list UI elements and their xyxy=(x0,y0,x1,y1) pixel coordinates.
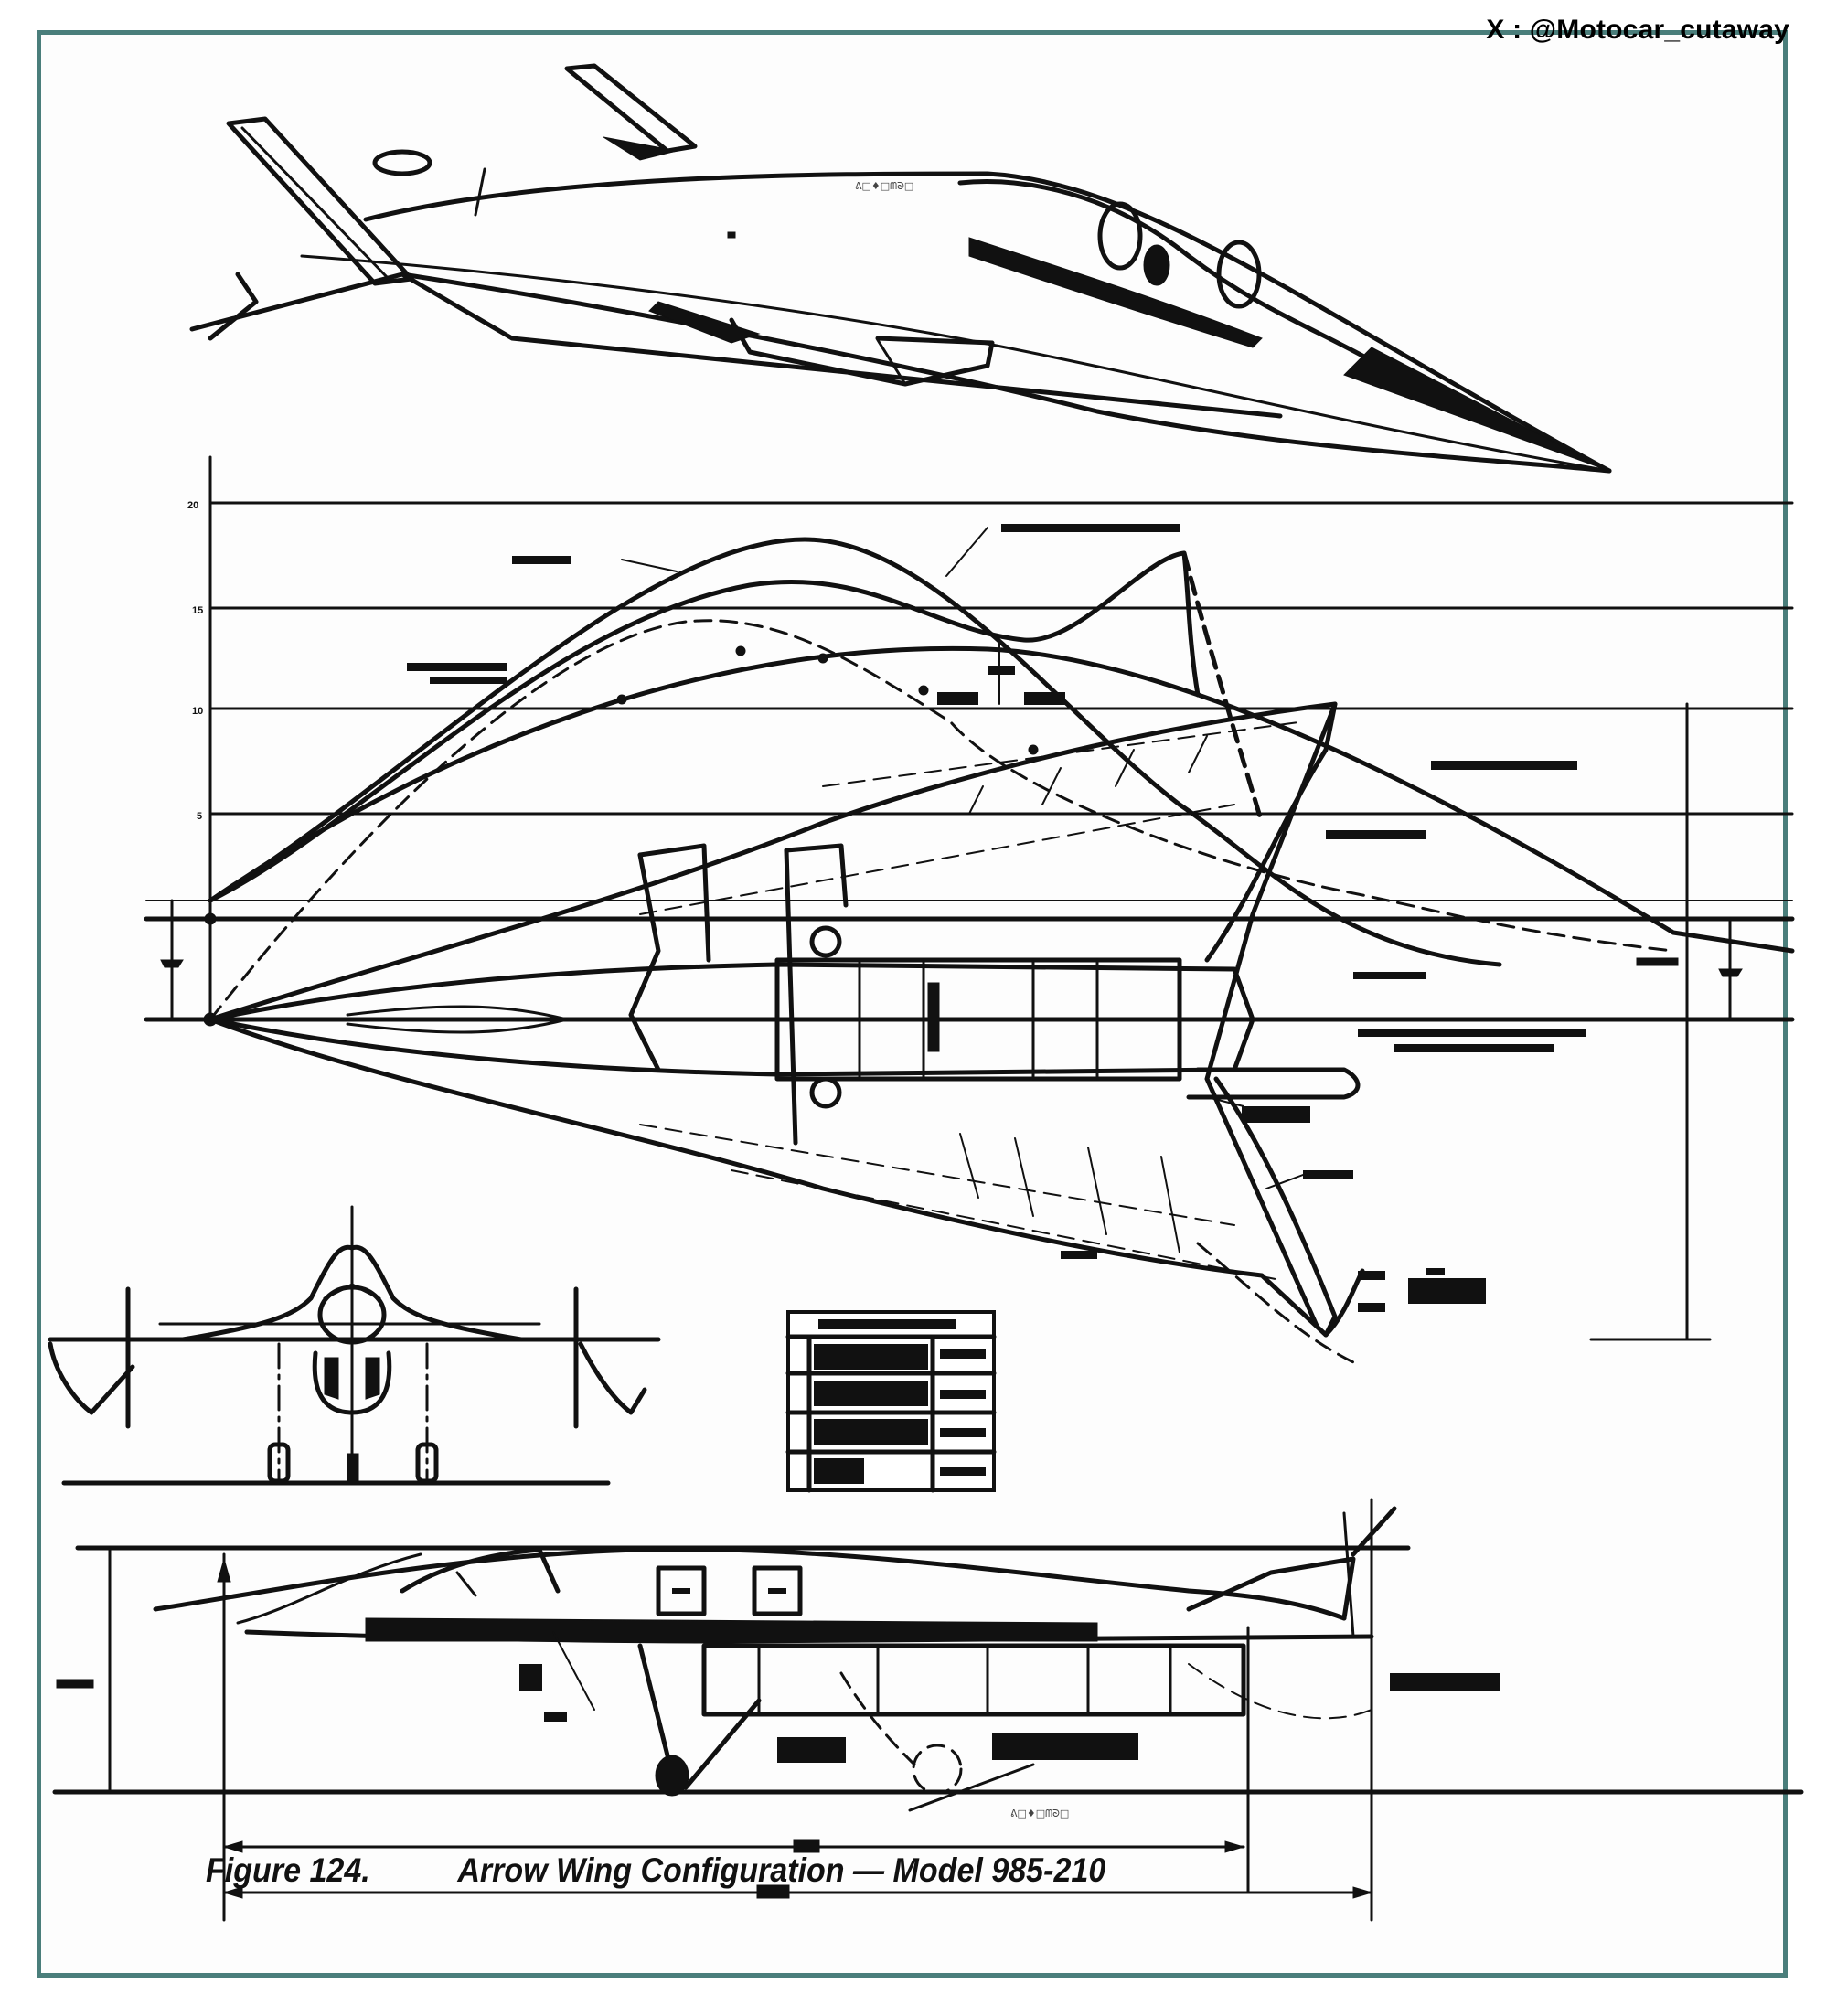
side-view: ᕕ□♦□ᗰᘐ□ xyxy=(52,1498,1804,1922)
front-view xyxy=(48,1205,661,1486)
figure-title: Arrow Wing Configuration — Model 985-210 xyxy=(457,1851,1106,1889)
svg-text:ᕕ□♦□ᗰᘐ□: ᕕ□♦□ᗰᘐ□ xyxy=(1010,1808,1069,1819)
drawing-frame xyxy=(37,30,1788,1978)
y-tick-label: 10 xyxy=(192,706,203,717)
perspective-view: ᕕ□♦□ᗰᘐ□ xyxy=(189,63,1612,474)
plan-view-axes: 20 15 10 5 xyxy=(144,455,1795,1341)
figure-caption: Figure 124. Arrow Wing Configuration — M… xyxy=(206,1851,1105,1890)
figure-number: Figure 124. xyxy=(206,1851,370,1889)
weight-table xyxy=(785,1310,997,1493)
y-tick-label: 20 xyxy=(187,500,198,511)
y-tick-label: 5 xyxy=(197,811,202,822)
watermark-handle: X : @Motocar_cutaway xyxy=(1486,15,1789,45)
y-tick-label: 15 xyxy=(192,605,203,616)
plan-view-aircraft xyxy=(208,701,1486,1364)
area-distribution-curves xyxy=(208,524,1795,1052)
svg-text:ᕕ□♦□ᗰᘐ□: ᕕ□♦□ᗰᘐ□ xyxy=(855,180,913,192)
